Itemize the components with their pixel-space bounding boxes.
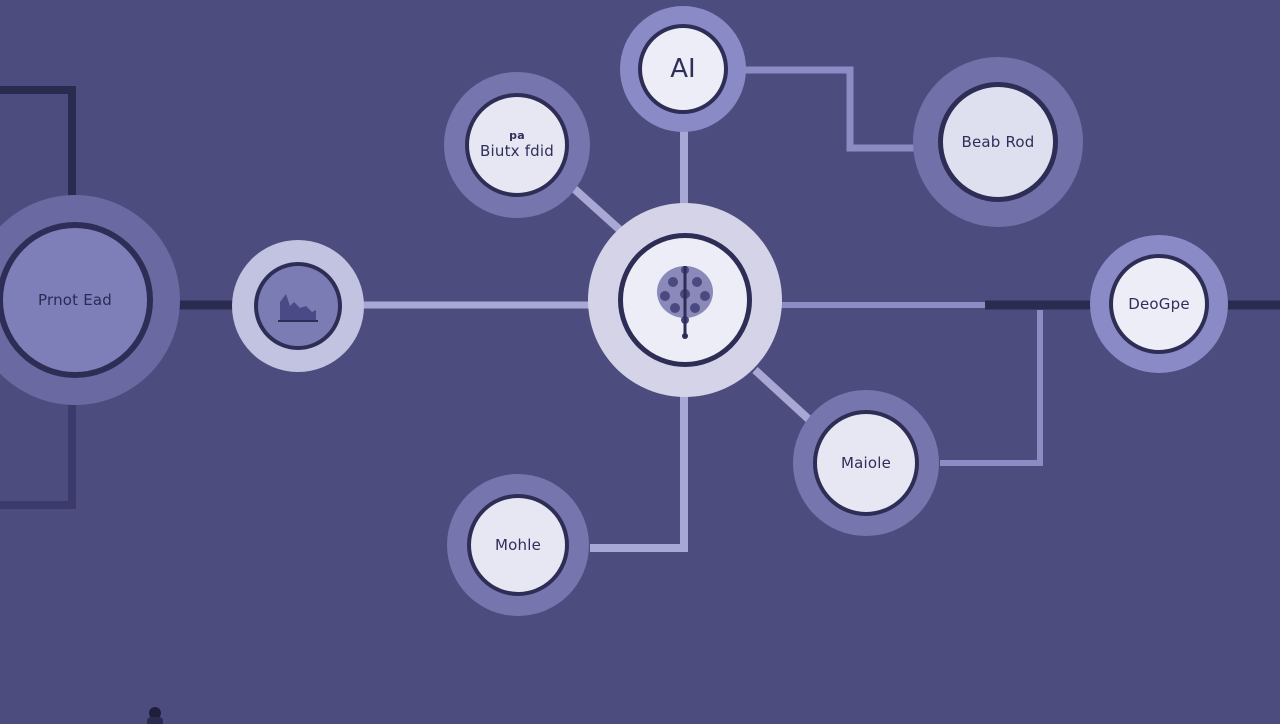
build-node[interactable]: pa Biutx fdid [444, 72, 590, 218]
connector-left-top [0, 86, 76, 200]
build-node-label: Biutx fdid [480, 142, 554, 161]
build-node-text: pa Biutx fdid [480, 130, 554, 160]
brain-network-icon [657, 266, 713, 339]
ai-node-label: AI [670, 54, 696, 84]
maiole-node-label: Maiole [840, 453, 892, 472]
connector-hub-maiole [752, 367, 818, 428]
connector-hub-mobile [590, 395, 688, 552]
connector-deogpe-maiole [940, 310, 1043, 466]
area-chart-icon [278, 294, 318, 322]
chart-node[interactable] [232, 240, 364, 372]
deogpe-node-label: DeoGpe [1128, 294, 1190, 313]
ai-node[interactable]: AI [620, 6, 746, 132]
deogpe-node[interactable]: DeoGpe [1090, 235, 1228, 373]
product-node-label: Prnot Ead [37, 290, 112, 309]
mobile-node-label: Mohle [494, 535, 542, 554]
person-icon [147, 707, 163, 724]
connector-hub-build [567, 182, 623, 233]
beab-node[interactable]: Beab Rod [913, 57, 1083, 227]
beab-node-label: Beab Rod [961, 132, 1035, 151]
mobile-node[interactable]: Mohle [447, 474, 589, 616]
maiole-node[interactable]: Maiole [793, 390, 939, 536]
connector-ai-beab [742, 66, 920, 152]
product-node[interactable]: Prnot Ead [0, 195, 180, 405]
hub-node[interactable] [588, 203, 782, 397]
build-node-label-top: pa [509, 129, 525, 143]
connector-left-bottom [0, 400, 76, 509]
